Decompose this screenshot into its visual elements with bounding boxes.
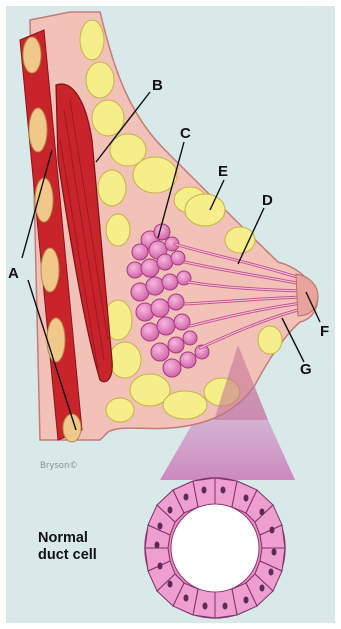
label-e: E [218,163,228,180]
duct-cell-caption: Normal duct cell [38,530,138,564]
label-a: A [8,265,19,282]
artist-credit: Bryson© [40,461,78,471]
label-f: F [320,323,329,340]
label-c: C [180,125,191,142]
caption-line-1: Normal [38,530,138,547]
caption-line-2: duct cell [38,547,138,564]
label-b: B [152,77,163,94]
duct-lumen [171,504,259,592]
label-g: G [300,361,312,378]
duct-cell-cross-section [145,478,285,618]
label-d: D [262,192,273,209]
